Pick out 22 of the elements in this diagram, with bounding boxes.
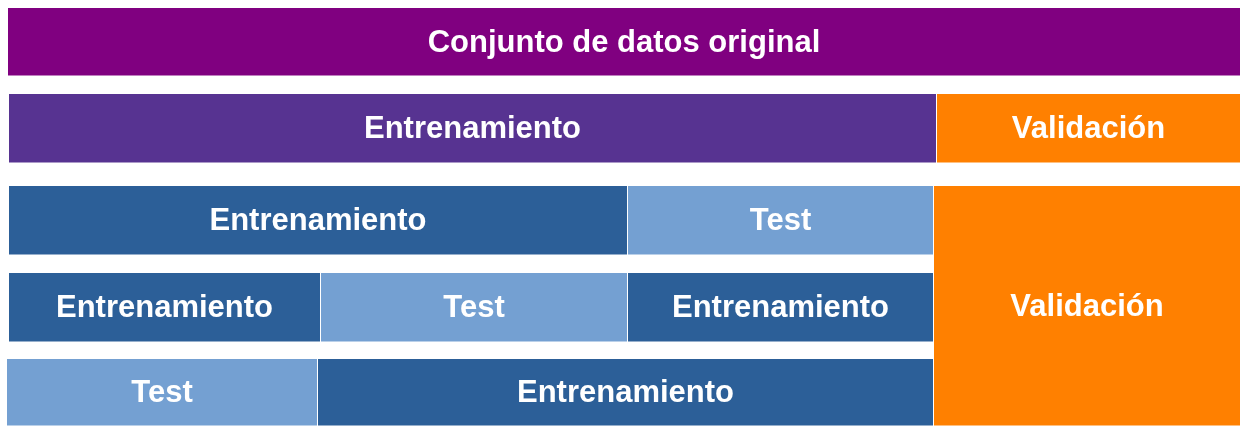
segment-label: Entrenamiento bbox=[56, 289, 273, 325]
dataset-bar bbox=[8, 8, 1240, 76]
training-segment bbox=[628, 273, 933, 342]
segment-label: Entrenamiento bbox=[209, 202, 427, 238]
training-bar bbox=[9, 94, 936, 163]
segment-label: Test bbox=[749, 202, 812, 238]
test-segment bbox=[628, 186, 933, 255]
validation-bar bbox=[937, 94, 1240, 163]
test-segment bbox=[7, 359, 317, 426]
training-segment bbox=[9, 273, 320, 342]
segment-label: Test bbox=[131, 374, 193, 410]
segment-label: Validación bbox=[1010, 287, 1164, 324]
segment-label: Entrenamiento bbox=[517, 374, 734, 410]
segment-label: Test bbox=[443, 289, 505, 325]
test-segment bbox=[321, 273, 627, 342]
validation-bar bbox=[934, 186, 1240, 426]
training-segment bbox=[9, 186, 627, 255]
segment-label: Entrenamiento bbox=[672, 289, 889, 325]
segment-label: Entrenamiento bbox=[364, 110, 581, 146]
training-segment bbox=[318, 359, 933, 426]
segment-label: Conjunto de datos original bbox=[427, 23, 821, 60]
segment-label: Validación bbox=[1011, 110, 1166, 146]
